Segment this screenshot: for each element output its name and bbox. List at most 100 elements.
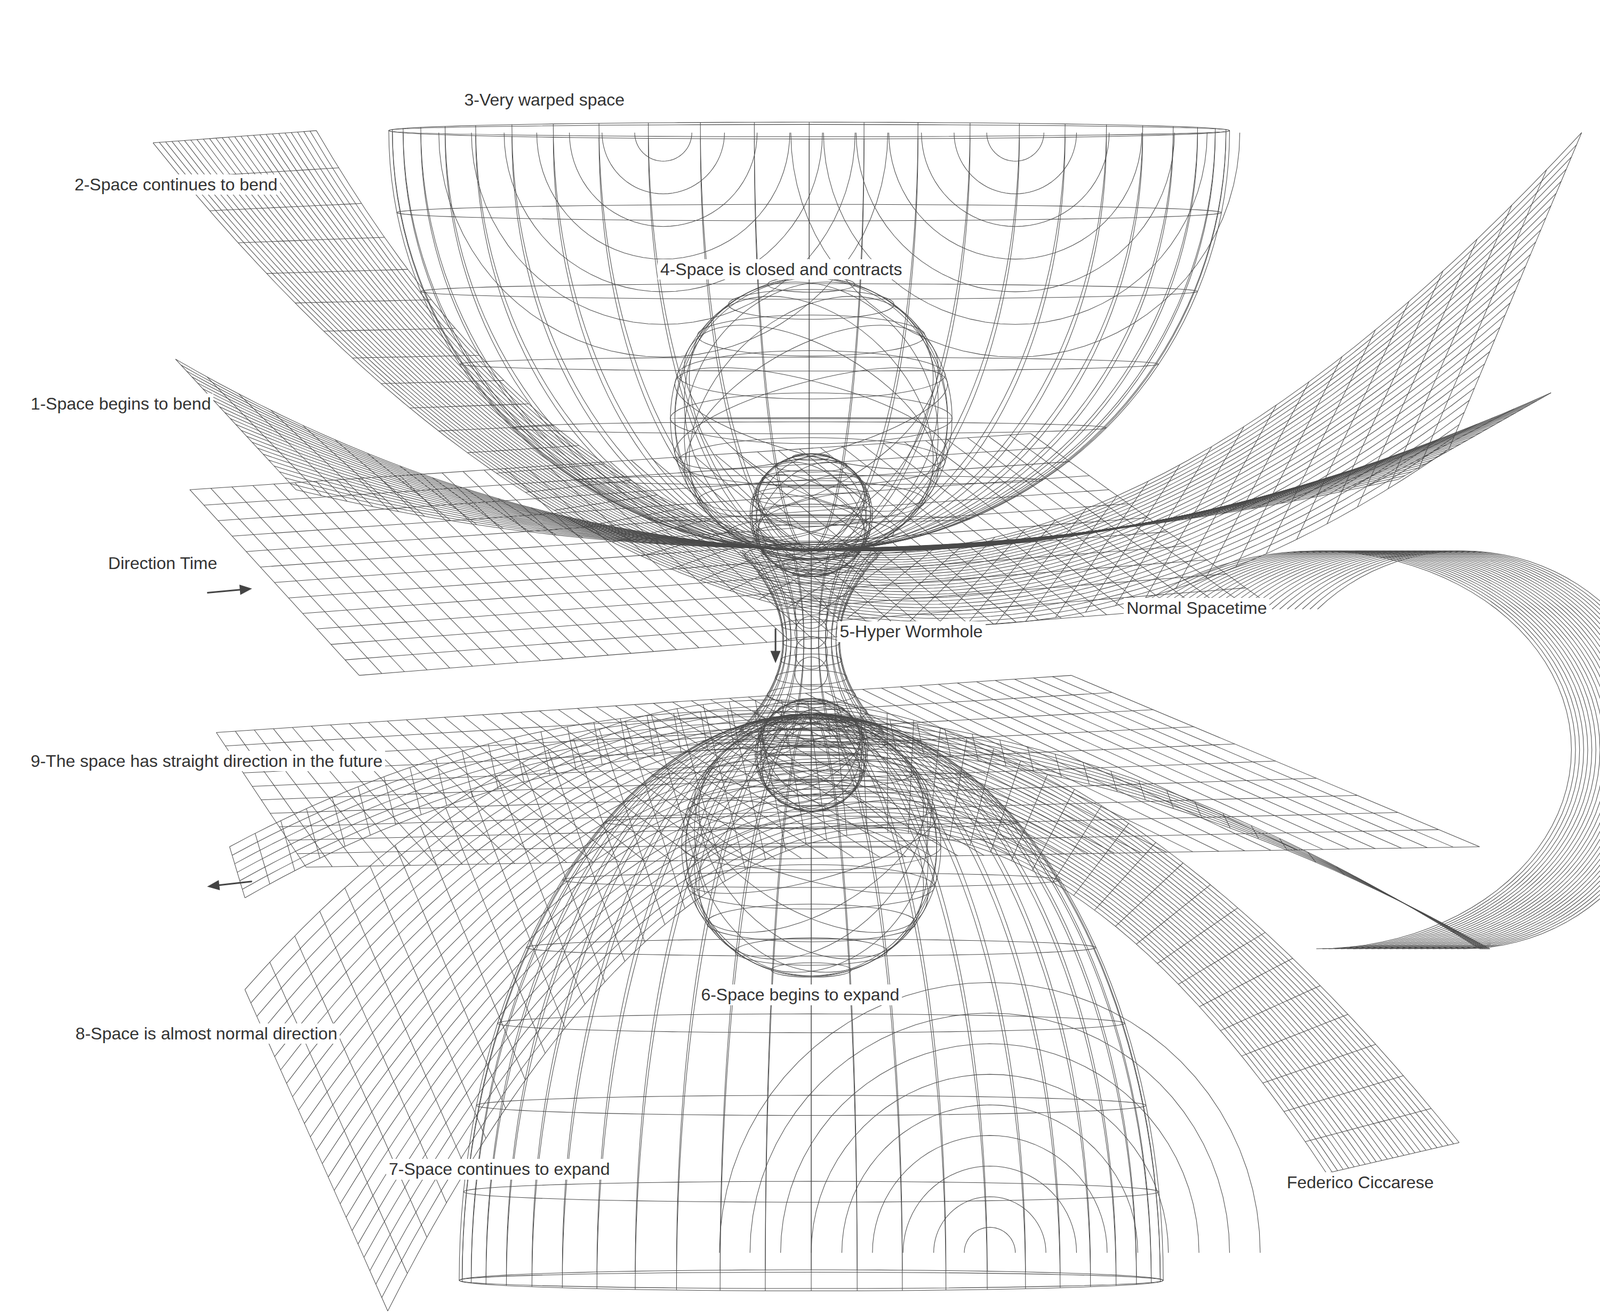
bending-sheet — [1266, 330, 1376, 555]
wormhole-neck — [758, 562, 864, 584]
inverted-sheet — [316, 769, 1393, 1158]
bending-sheet — [525, 480, 631, 493]
inverted-sheet — [754, 710, 762, 747]
inverted-sheet — [1166, 790, 1174, 809]
inverted-sheet — [420, 826, 526, 1080]
bending-sheet — [238, 237, 385, 243]
bending-sheet — [1397, 392, 1551, 480]
bending-sheet — [209, 138, 1495, 595]
curling-sheet — [1309, 550, 1600, 949]
closed-sphere — [753, 523, 870, 545]
bowl-inner-arcs — [634, 132, 692, 162]
dome-inner-arcs — [811, 1074, 1169, 1253]
inverted-sheet — [1262, 1044, 1376, 1084]
bending-sheet — [498, 498, 557, 535]
bending-sheet — [465, 488, 530, 532]
inverted-sheet — [1157, 907, 1238, 964]
bending-sheet — [241, 136, 1521, 581]
dome-inner-arcs — [902, 1166, 1077, 1254]
inverted-sheet — [1241, 1014, 1348, 1056]
inverted-sheet — [1336, 866, 1346, 876]
bending-sheet — [531, 507, 583, 538]
bending-sheet — [247, 136, 1526, 578]
bending-sheet — [1222, 476, 1331, 514]
inverted-sheet — [1073, 823, 1129, 896]
inverted-sheet — [862, 716, 870, 749]
inverted-sheet — [808, 712, 815, 747]
closed-sphere — [670, 393, 952, 444]
inverted-sheet — [269, 962, 408, 1274]
inverted-sheet — [376, 822, 1338, 1285]
inverted-sheet — [306, 808, 320, 859]
curling-sheet — [1234, 550, 1600, 949]
inverted-sheet — [540, 731, 550, 776]
flat-spacetime-grid — [261, 761, 1276, 800]
wireframe-group — [153, 122, 1600, 1311]
bending-sheet — [192, 377, 1531, 551]
bending-sheet — [367, 453, 452, 521]
inverted-sheet — [370, 866, 486, 1139]
bending-sheet — [432, 477, 504, 529]
warped-bowl — [700, 122, 810, 551]
wormhole-neck — [769, 582, 854, 599]
bending-sheet — [228, 137, 1510, 586]
wormhole-neck — [782, 636, 840, 648]
bowl-inner-arcs — [602, 132, 725, 195]
bending-sheet — [165, 141, 1460, 619]
inverted-sheet — [1307, 852, 1316, 863]
inverted-sheet — [471, 791, 566, 1028]
bending-sheet — [209, 203, 362, 211]
flat-spacetime-grid — [216, 675, 1072, 733]
inverted-sheet — [514, 737, 525, 782]
inverted-sheet — [547, 750, 625, 962]
bending-sheet — [334, 440, 425, 517]
inverted-sheet — [250, 706, 1454, 1144]
bending-sheet — [1296, 301, 1410, 540]
inverted-sheet — [328, 780, 1382, 1178]
dome-inner-arcs — [872, 1135, 1108, 1253]
bending-sheet — [995, 508, 1086, 624]
warped-bowl — [648, 515, 971, 523]
inverted-sheet — [1083, 762, 1090, 784]
wormhole-neck — [781, 619, 842, 631]
inverted-sheet — [357, 786, 371, 836]
warped-bowl — [396, 204, 1222, 221]
inverted-sheet — [599, 729, 666, 925]
bending-sheet — [323, 328, 455, 332]
inverted-sheet — [461, 750, 472, 797]
inverted-sheet — [990, 761, 1021, 853]
closed-sphere — [697, 315, 925, 357]
inverted-sheet — [646, 715, 655, 756]
wormhole-neck — [811, 546, 812, 731]
dome-inner-arcs — [749, 1013, 1230, 1254]
inverted-sheet — [234, 722, 1484, 949]
bending-sheet — [1449, 132, 1582, 450]
wormhole-neck — [794, 657, 828, 690]
inverted-sheet — [244, 746, 1490, 950]
warped-bowl — [553, 123, 810, 551]
bowl-inner-arcs — [921, 132, 1110, 227]
bending-sheet — [175, 358, 296, 490]
warped-bowl — [809, 124, 1107, 551]
inverted-sheet — [340, 791, 1371, 1205]
closed-sphere — [653, 286, 968, 550]
dome-rim — [459, 1272, 1164, 1289]
closed-sphere — [677, 437, 946, 486]
bending-sheet — [178, 140, 1470, 612]
bending-sheet — [496, 464, 605, 474]
bending-sheet — [1326, 270, 1444, 524]
expanding-dome — [463, 1181, 1159, 1203]
warped-bowl — [420, 133, 810, 551]
closed-sphere — [670, 417, 952, 419]
inverted-sheet — [435, 758, 447, 806]
curling-sheet — [1241, 550, 1600, 949]
inverted-sheet — [1011, 774, 1048, 861]
inverted-sheet — [1326, 1142, 1460, 1174]
stage-label: 1-Space begins to bend — [27, 393, 214, 414]
inverted-sheet — [908, 720, 914, 834]
inverted-sheet — [1393, 897, 1403, 903]
flat-spacetime-grid — [189, 489, 360, 676]
inverted-sheet — [346, 796, 1366, 1218]
stage-label: 8-Space is almost normal direction — [73, 1023, 341, 1044]
closed-sphere — [697, 480, 925, 522]
